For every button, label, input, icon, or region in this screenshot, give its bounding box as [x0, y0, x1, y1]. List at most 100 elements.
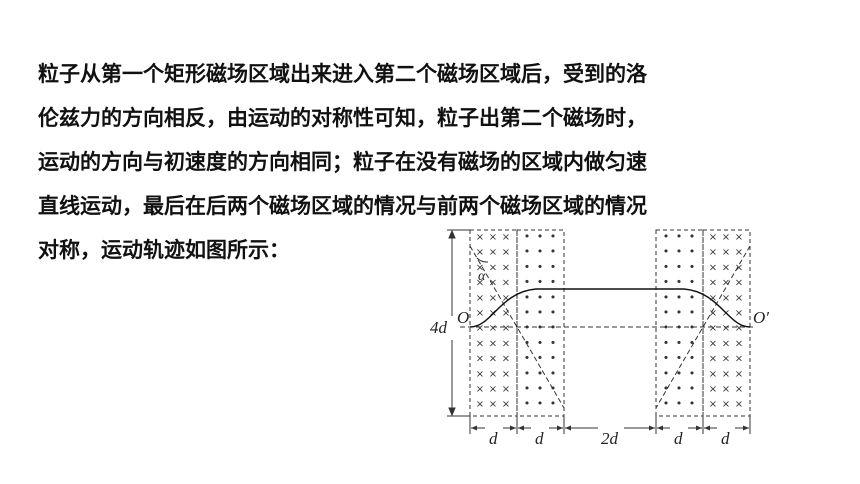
field-cross-mark: × — [489, 262, 497, 273]
field-cross-mark: × — [502, 232, 510, 243]
field-cross-mark: × — [735, 323, 743, 334]
field-region-into-page-left: ×××××××××××××××××××××××××××××××××××× — [476, 232, 510, 410]
field-cross-mark: × — [502, 308, 510, 319]
field-cross-mark: × — [489, 278, 497, 289]
field-dot-mark: • — [663, 352, 670, 365]
field-cross-mark: × — [722, 323, 730, 334]
field-cross-mark: × — [489, 369, 497, 380]
field-cross-mark: × — [735, 262, 743, 273]
height-label: 4d — [430, 318, 448, 337]
field-cross-mark: × — [709, 247, 717, 258]
field-dot-mark: • — [663, 306, 670, 319]
field-cross-mark: × — [735, 338, 743, 349]
field-cross-mark: × — [709, 323, 717, 334]
field-cross-mark: × — [476, 232, 484, 243]
width-label-1: d — [489, 429, 498, 448]
field-cross-mark: × — [709, 384, 717, 395]
field-dot-mark: • — [550, 245, 557, 258]
field-dot-mark: • — [663, 230, 670, 243]
field-cross-mark: × — [502, 354, 510, 365]
region-border-2 — [516, 229, 565, 417]
field-cross-mark: × — [709, 308, 717, 319]
field-dot-mark: • — [524, 245, 531, 258]
field-cross-mark: × — [489, 293, 497, 304]
field-dot-mark: • — [537, 367, 544, 380]
field-dot-mark: • — [663, 245, 670, 258]
field-dot-mark: • — [676, 306, 683, 319]
radius-line-left — [469, 245, 565, 409]
field-dot-mark: • — [676, 336, 683, 349]
field-dot-mark: • — [689, 306, 696, 319]
field-dot-mark: • — [663, 397, 670, 410]
field-cross-mark: × — [735, 384, 743, 395]
field-cross-mark: × — [476, 338, 484, 349]
height-arrowhead-bottom — [448, 407, 456, 417]
field-dot-mark: • — [524, 336, 531, 349]
width-arrowheads — [471, 425, 749, 431]
field-cross-mark: × — [722, 354, 730, 365]
paragraph-line-2: 伦兹力的方向相反，由运动的对称性可知，粒子出第二个磁场时， — [38, 106, 647, 130]
paragraph-line-4: 直线运动，最后在后两个磁场区域的情况与前两个磁场区域的情况 — [38, 194, 647, 218]
field-dot-mark: • — [537, 260, 544, 273]
field-dot-mark: • — [537, 352, 544, 365]
exit-label: O′ — [753, 308, 769, 327]
field-dot-mark: • — [663, 321, 670, 334]
height-arrowhead-top — [448, 229, 456, 239]
field-cross-mark: × — [735, 308, 743, 319]
field-cross-mark: × — [709, 369, 717, 380]
field-cross-mark: × — [709, 338, 717, 349]
field-dot-mark: • — [537, 336, 544, 349]
width-label-bg-5 — [717, 420, 735, 436]
width-label-bg-4 — [670, 420, 688, 436]
field-dot-mark: • — [524, 321, 531, 334]
field-cross-mark: × — [722, 369, 730, 380]
field-cross-mark: × — [489, 232, 497, 243]
field-cross-mark: × — [709, 278, 717, 289]
width-label-4: d — [674, 429, 683, 448]
field-dot-mark: • — [663, 336, 670, 349]
field-cross-mark: × — [502, 399, 510, 410]
field-region-into-page-right: ×××××××××××××××××××××××××××××××××××× — [709, 232, 743, 410]
field-dot-mark: • — [524, 291, 531, 304]
field-dot-mark: • — [550, 321, 557, 334]
field-cross-mark: × — [489, 338, 497, 349]
field-dot-mark: • — [689, 245, 696, 258]
width-label-bg-2 — [531, 420, 549, 436]
field-cross-mark: × — [476, 323, 484, 334]
field-cross-mark: × — [735, 232, 743, 243]
field-cross-mark: × — [735, 247, 743, 258]
field-cross-mark: × — [489, 384, 497, 395]
field-cross-mark: × — [709, 293, 717, 304]
field-dot-mark: • — [663, 260, 670, 273]
field-dot-mark: • — [676, 260, 683, 273]
field-cross-mark: × — [489, 323, 497, 334]
field-cross-mark: × — [722, 399, 730, 410]
field-cross-mark: × — [735, 369, 743, 380]
field-cross-mark: × — [709, 262, 717, 273]
field-dot-mark: • — [689, 367, 696, 380]
field-dot-mark: • — [550, 336, 557, 349]
field-dot-mark: • — [524, 352, 531, 365]
field-dot-mark: • — [537, 397, 544, 410]
field-cross-mark: × — [502, 262, 510, 273]
field-dot-mark: • — [676, 352, 683, 365]
field-dot-mark: • — [524, 260, 531, 273]
field-dot-mark: • — [689, 321, 696, 334]
field-dot-mark: • — [537, 306, 544, 319]
field-cross-mark: × — [476, 278, 484, 289]
field-dot-mark: • — [663, 382, 670, 395]
field-dot-mark: • — [537, 245, 544, 258]
field-cross-mark: × — [709, 354, 717, 365]
field-dot-mark: • — [676, 382, 683, 395]
field-region-out-of-page-right: •••••••••••••••••••••••••••••••••••• — [663, 230, 696, 410]
field-cross-mark: × — [502, 369, 510, 380]
field-dot-mark: • — [663, 291, 670, 304]
paragraph-line-5: 对称，运动轨迹如图所示： — [38, 238, 290, 262]
field-cross-mark: × — [476, 399, 484, 410]
field-cross-mark: × — [722, 262, 730, 273]
field-cross-mark: × — [476, 308, 484, 319]
field-dot-mark: • — [524, 382, 531, 395]
field-dot-mark: • — [689, 397, 696, 410]
angle-label: α — [478, 269, 486, 284]
width-label-bg-3 — [598, 420, 624, 436]
